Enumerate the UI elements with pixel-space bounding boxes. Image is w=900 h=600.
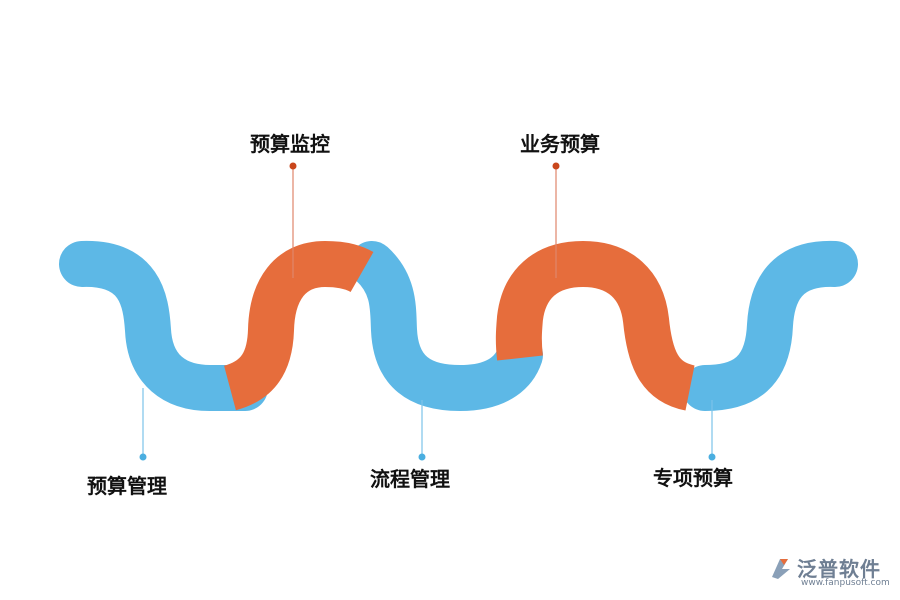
step-label-business-budget: 业务预算 xyxy=(520,132,600,156)
pin-4 xyxy=(552,162,560,170)
pin-3 xyxy=(418,453,426,461)
step-label-budget-monitoring: 预算监控 xyxy=(250,132,330,156)
step-label-special-budget: 专项预算 xyxy=(653,466,733,490)
pin-5 xyxy=(708,453,716,461)
logo-url: www.fanpusoft.com xyxy=(801,578,890,588)
brand-logo: 泛普软件 www.fanpusoft.com xyxy=(768,553,893,593)
pin-2 xyxy=(289,162,297,170)
step-label-budget-management: 预算管理 xyxy=(87,474,167,498)
logo-name: 泛普软件 xyxy=(797,557,881,581)
step-label-process-management: 流程管理 xyxy=(370,467,450,491)
wave-track-orange-1 xyxy=(222,240,374,411)
wave-track-blue xyxy=(59,240,858,412)
pin-1 xyxy=(139,453,147,461)
wave-track-orange-2 xyxy=(495,240,696,411)
fanpu-logo-icon xyxy=(772,559,790,579)
